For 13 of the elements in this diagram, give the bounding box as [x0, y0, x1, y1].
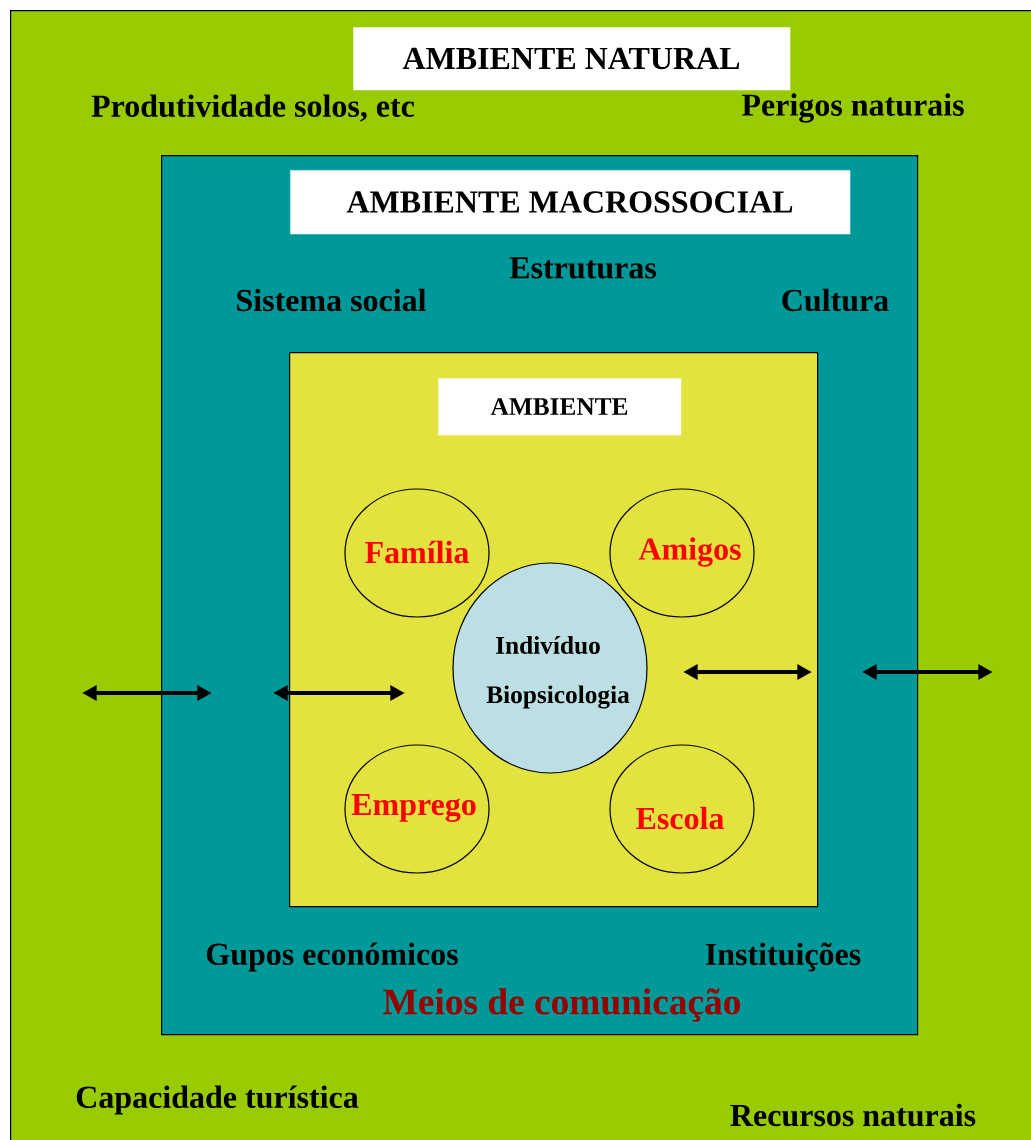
factor-label: Sistema social	[237, 288, 426, 312]
heading-label: AMBIENTE NATURAL	[353, 27, 791, 91]
factor-label: Recursos naturais	[730, 1103, 976, 1127]
factor-label: Capacidade turística	[76, 1085, 359, 1115]
factor-label: Meios de comunicação	[383, 988, 740, 1022]
factor-label: Estruturas	[509, 257, 656, 279]
factor-label: Instituições	[705, 942, 861, 972]
factor-label: Gupos económicos	[206, 942, 458, 972]
factor-label: Perigos naturais	[742, 93, 964, 123]
heading-label: AMBIENTE	[438, 378, 682, 436]
factor-label: Produtividade solos, etc	[91, 94, 415, 122]
factor-label: Cultura	[782, 288, 889, 312]
heading-label: AMBIENTE MACROSSOCIAL	[290, 170, 851, 235]
